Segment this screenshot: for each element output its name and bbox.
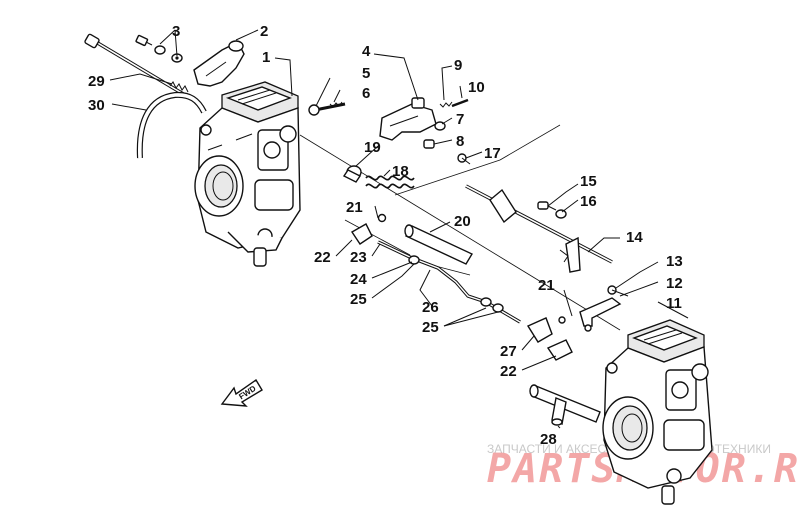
callout-22-right: 22 <box>500 363 517 380</box>
callout-23: 23 <box>350 249 367 266</box>
callout-27: 27 <box>500 343 517 360</box>
small-hardware-upper <box>308 98 471 165</box>
forward-direction-arrow: FWD <box>220 378 263 407</box>
spacer <box>342 165 362 183</box>
small-hardware-15-16 <box>537 201 567 219</box>
callout-16: 16 <box>580 193 597 210</box>
callout-18: 18 <box>392 163 409 180</box>
callout-22-left: 22 <box>314 249 331 266</box>
carburetor-left <box>194 81 301 267</box>
callout-11: 11 <box>666 295 682 312</box>
throttle-bracket-right <box>579 285 629 327</box>
callout-19: 19 <box>364 139 381 156</box>
callout-13: 13 <box>666 253 683 270</box>
callout-30: 30 <box>88 97 105 114</box>
callout-21-left: 21 <box>346 199 363 216</box>
callout-8: 8 <box>456 133 464 150</box>
callout-29: 29 <box>88 73 105 90</box>
callout-15: 15 <box>580 173 597 190</box>
callout-25-left: 25 <box>350 291 367 308</box>
callout-7: 7 <box>456 111 464 128</box>
sleeve-tube <box>404 224 473 265</box>
rod-clip-right <box>526 316 592 361</box>
callout-26: 26 <box>422 299 439 316</box>
fuel-hose <box>136 91 207 159</box>
callout-numbers: 3 2 1 4 5 6 9 10 7 8 17 19 18 15 16 20 2… <box>88 23 683 448</box>
callout-5: 5 <box>362 65 370 82</box>
screws-and-washers <box>135 34 183 63</box>
callout-10: 10 <box>468 79 485 96</box>
return-spring <box>365 175 415 189</box>
callout-6: 6 <box>362 85 370 102</box>
callout-24: 24 <box>350 271 367 288</box>
callout-9: 9 <box>454 57 462 74</box>
long-bolt <box>84 33 191 100</box>
callout-28: 28 <box>540 431 557 448</box>
throttle-shaft <box>465 184 613 273</box>
callout-4: 4 <box>362 43 371 60</box>
throttle-cable-cap <box>193 40 245 87</box>
callout-14: 14 <box>626 229 643 246</box>
rod-clip-left <box>351 213 387 245</box>
callout-12: 12 <box>666 275 683 292</box>
cable-bracket <box>379 97 437 141</box>
carburetor-right <box>602 319 713 505</box>
leader-lines <box>109 29 689 429</box>
callout-2: 2 <box>260 23 268 40</box>
callout-3: 3 <box>172 23 180 40</box>
callout-25-right: 25 <box>422 319 439 336</box>
callout-1: 1 <box>262 49 270 66</box>
callout-17: 17 <box>484 145 501 162</box>
callout-21-right: 21 <box>538 277 555 294</box>
callout-20: 20 <box>454 213 471 230</box>
tee-fitting <box>529 384 601 426</box>
